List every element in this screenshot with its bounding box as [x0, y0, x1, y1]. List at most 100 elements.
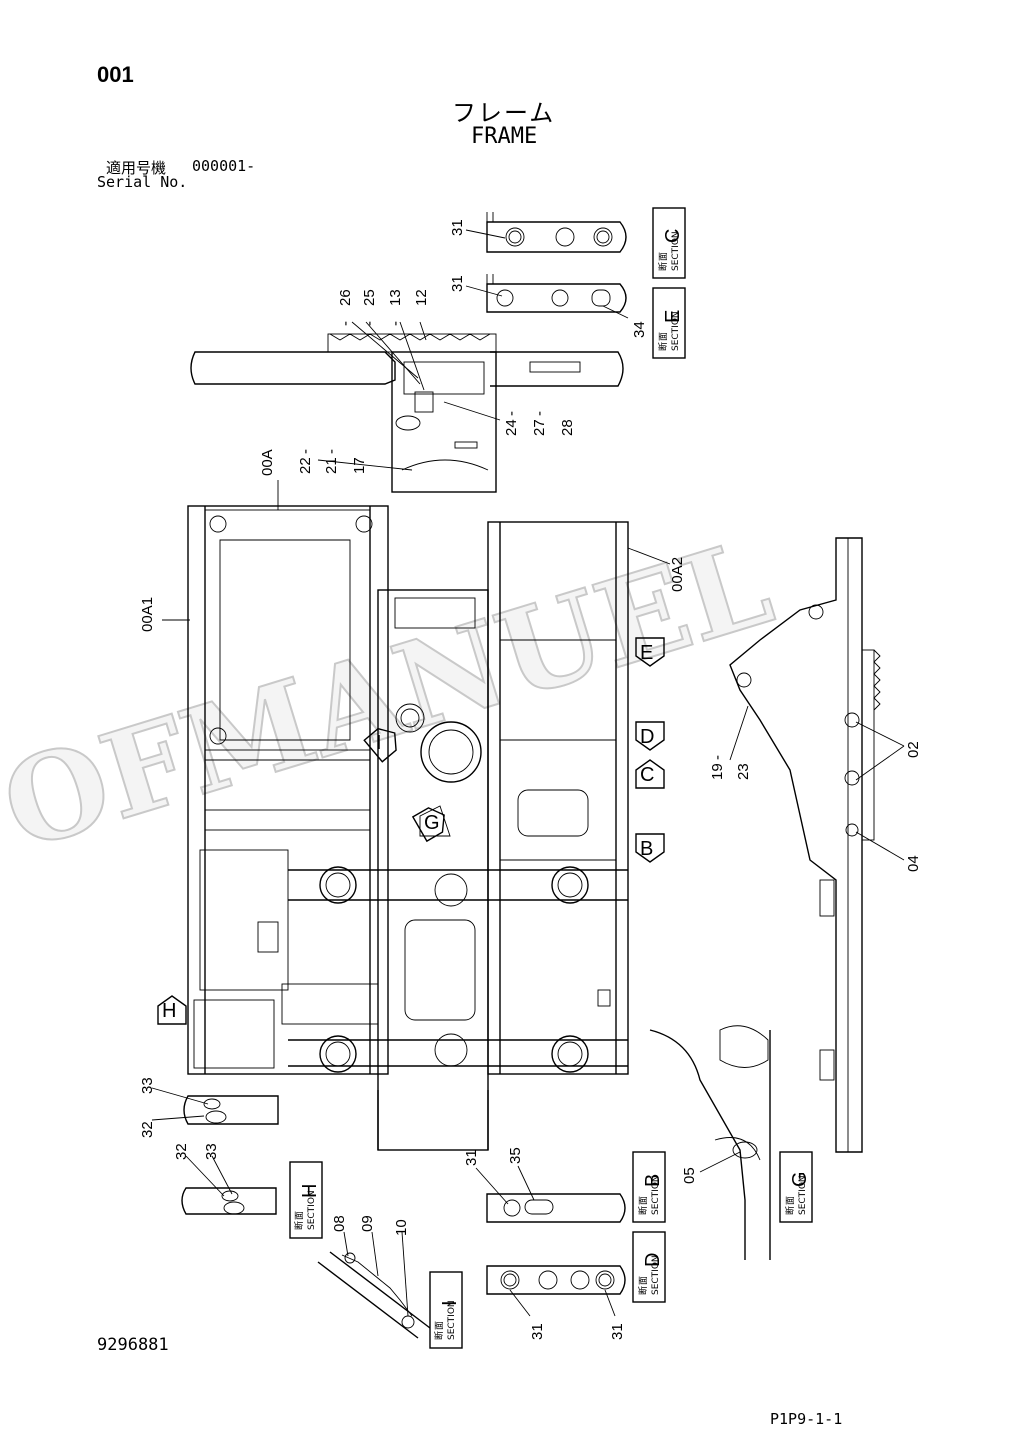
- section-box-i: I 断 面 SECTION: [429, 1271, 463, 1349]
- svg-text:SECTION: SECTION: [671, 231, 681, 271]
- part-label-10: 10: [393, 1219, 410, 1236]
- svg-text:SECTION: SECTION: [671, 311, 681, 351]
- svg-text:面: 面: [658, 332, 669, 341]
- part-label-dash: -: [503, 411, 520, 416]
- svg-text:面: 面: [638, 1196, 649, 1205]
- part-label-dash: -: [361, 321, 378, 326]
- part-label-31: 31: [463, 1149, 480, 1166]
- part-label-27: 27: [531, 419, 548, 436]
- section-h-parts: [181, 1095, 279, 1215]
- svg-text:面: 面: [294, 1211, 305, 1220]
- part-label-dash: -: [531, 411, 548, 416]
- section-box-b: B 断 面 SECTION: [632, 1151, 666, 1223]
- section-box-c: C 断 面 SECTION: [652, 207, 686, 279]
- part-label-09: 09: [359, 1215, 376, 1232]
- left-frame: [187, 505, 389, 1075]
- part-label-32: 32: [173, 1143, 190, 1160]
- part-label-33: 33: [139, 1077, 156, 1094]
- title-japanese: フレーム: [452, 99, 556, 127]
- part-label-26: 26: [337, 289, 354, 306]
- part-label-12: 12: [413, 289, 430, 306]
- part-label-19: 19: [709, 763, 726, 780]
- part-label-24: 24: [503, 419, 520, 436]
- part-label-00a2: 00A2: [669, 557, 686, 592]
- section-c-part: [486, 212, 627, 253]
- side-elevation: [729, 537, 881, 1153]
- serial-label-english: Serial No.: [97, 173, 188, 191]
- part-label-dash: -: [387, 321, 404, 326]
- view-arrow-c: C: [635, 759, 665, 789]
- part-label-32: 32: [139, 1121, 156, 1138]
- svg-text:面: 面: [638, 1276, 649, 1285]
- part-label-02: 02: [905, 741, 922, 758]
- svg-text:G: G: [789, 1171, 811, 1187]
- svg-text:面: 面: [658, 252, 669, 261]
- document-number: 9296881: [97, 1335, 169, 1355]
- page-code: P1P9-1-1: [770, 1410, 843, 1428]
- svg-text:面: 面: [434, 1321, 445, 1330]
- part-label-31: 31: [449, 275, 466, 292]
- svg-text:D: D: [640, 726, 654, 748]
- svg-text:E: E: [662, 310, 684, 323]
- svg-text:断: 断: [784, 1206, 796, 1215]
- svg-text:I: I: [376, 732, 382, 754]
- svg-text:G: G: [424, 812, 440, 834]
- section-box-g: G 断 面 SECTION: [779, 1151, 813, 1223]
- section-b-part: [486, 1193, 626, 1223]
- svg-text:断: 断: [293, 1221, 305, 1230]
- svg-text:断: 断: [637, 1286, 649, 1295]
- section-d-part: [486, 1265, 626, 1295]
- svg-text:SECTION: SECTION: [447, 1300, 457, 1340]
- part-label-dash: -: [323, 449, 340, 454]
- part-label-23: 23: [735, 763, 752, 780]
- part-label-25: 25: [361, 289, 378, 306]
- svg-text:SECTION: SECTION: [798, 1175, 808, 1215]
- part-label-dash: -: [337, 321, 354, 326]
- part-label-34: 34: [631, 321, 648, 338]
- view-arrows: E D C B H I G: [157, 637, 665, 1025]
- part-label-00a1: 00A1: [139, 597, 156, 632]
- part-label-22: 22: [297, 457, 314, 474]
- part-label-00a: 00A: [259, 449, 276, 476]
- part-label-dash: -: [709, 755, 726, 760]
- view-arrow-g: G: [411, 807, 445, 843]
- title-english: FRAME: [471, 124, 538, 149]
- leader-lines: [151, 229, 905, 1317]
- part-label-31: 31: [449, 219, 466, 236]
- svg-text:H: H: [162, 1000, 176, 1022]
- view-arrow-i: I: [363, 727, 397, 763]
- svg-text:C: C: [640, 764, 654, 786]
- section-g-part: [649, 1025, 771, 1260]
- part-label-13: 13: [387, 289, 404, 306]
- part-label-33: 33: [203, 1143, 220, 1160]
- page-number: 001: [97, 62, 134, 87]
- section-e-part: [486, 274, 627, 313]
- part-label-dash: -: [297, 449, 314, 454]
- section-box-h: H 断 面 SECTION: [289, 1161, 323, 1239]
- section-box-e: E 断 面 SECTION: [652, 287, 686, 359]
- part-label-05: 05: [681, 1167, 698, 1184]
- cross-members: [288, 866, 628, 1073]
- svg-text:E: E: [640, 642, 653, 664]
- part-labels: 31 31 34 26 - 25 - 13 - 12 24 - 27 - 28 …: [139, 219, 922, 1340]
- view-arrow-h: H: [157, 995, 187, 1025]
- svg-text:断: 断: [657, 262, 669, 271]
- svg-text:断: 断: [637, 1206, 649, 1215]
- part-label-04: 04: [905, 855, 922, 872]
- part-label-35: 35: [507, 1147, 524, 1164]
- svg-text:B: B: [642, 1174, 664, 1187]
- view-arrow-d: D: [635, 721, 665, 751]
- part-label-31: 31: [609, 1323, 626, 1340]
- part-label-28: 28: [559, 419, 576, 436]
- svg-text:SECTION: SECTION: [651, 1255, 661, 1295]
- section-box-d: D 断 面 SECTION: [632, 1231, 666, 1303]
- svg-text:I: I: [439, 1300, 461, 1306]
- svg-text:断: 断: [433, 1331, 445, 1340]
- part-label-08: 08: [331, 1215, 348, 1232]
- svg-text:D: D: [642, 1253, 664, 1267]
- view-arrow-b: B: [635, 833, 665, 863]
- upper-bracket-assembly: [190, 333, 624, 493]
- serial-value: 000001-: [192, 157, 256, 175]
- view-arrow-e: E: [635, 637, 665, 667]
- right-frame: [487, 521, 629, 1075]
